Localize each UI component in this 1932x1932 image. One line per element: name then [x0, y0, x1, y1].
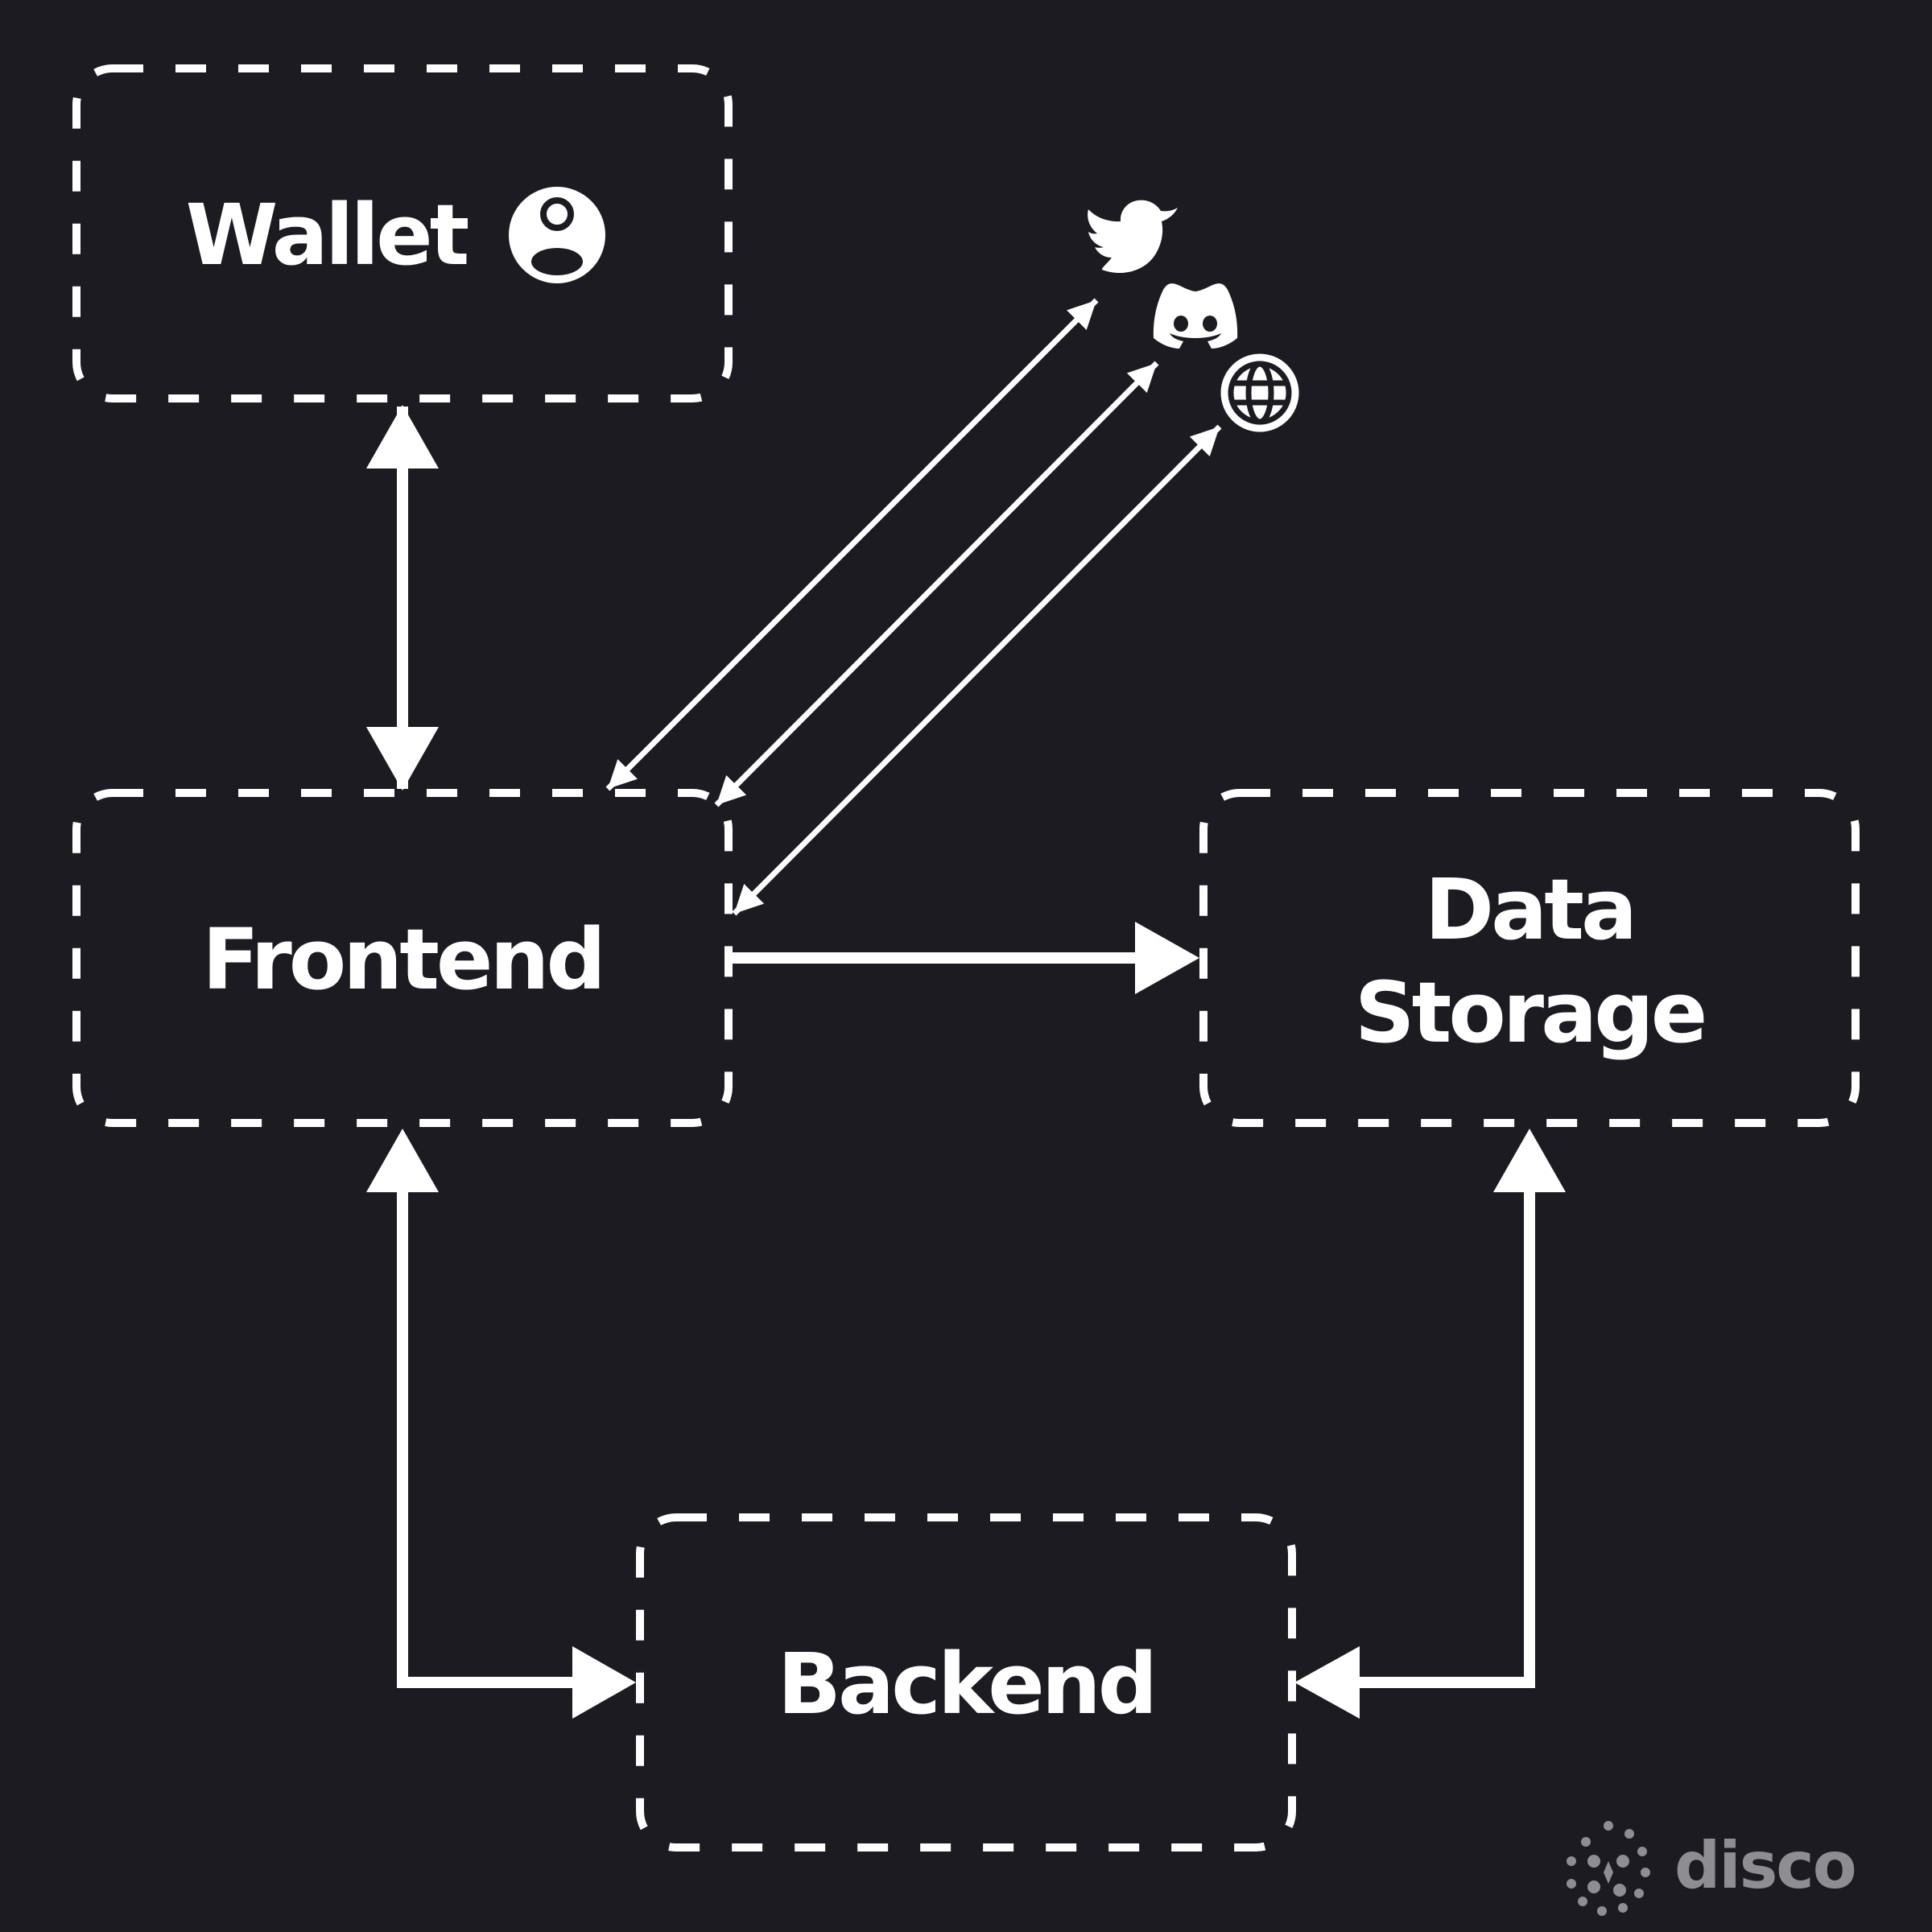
- arrowhead-frontend-bottom: [366, 1129, 439, 1192]
- user-circle-icon: [509, 187, 605, 283]
- data-storage-box: [1199, 789, 1860, 1127]
- arrowhead-frontend-top: [366, 727, 439, 791]
- disco-dots-icon: [1567, 1821, 1650, 1916]
- edge-frontend-backend: [397, 1191, 576, 1688]
- edge-frontend-discord: [714, 361, 1159, 807]
- frontend-label: Frontend: [202, 910, 606, 1009]
- wallet-box: [72, 64, 733, 402]
- globe-icon: [1220, 353, 1299, 432]
- arrowhead-backend-left: [572, 1646, 636, 1719]
- backend-label: Backend: [777, 1635, 1158, 1733]
- arrowhead-data-storage: [1135, 922, 1199, 994]
- brand-name: disco: [1674, 1828, 1857, 1903]
- edge-frontend-web: [732, 424, 1222, 916]
- backend-box: [636, 1513, 1296, 1852]
- data-storage-label-line2: Storage: [1354, 964, 1708, 1062]
- discord-icon: [1153, 283, 1238, 349]
- twitter-bird-icon: [1088, 200, 1178, 274]
- arrowhead-data-storage-bottom: [1493, 1129, 1566, 1192]
- edge-datastorage-backend: [1356, 1191, 1535, 1688]
- arrowhead-wallet: [366, 405, 439, 469]
- wallet-label: Wallet: [185, 186, 470, 284]
- arrowhead-backend-right: [1294, 1646, 1360, 1719]
- data-storage-label-line1: Data: [1424, 861, 1637, 959]
- edge-frontend-twitter: [605, 298, 1099, 791]
